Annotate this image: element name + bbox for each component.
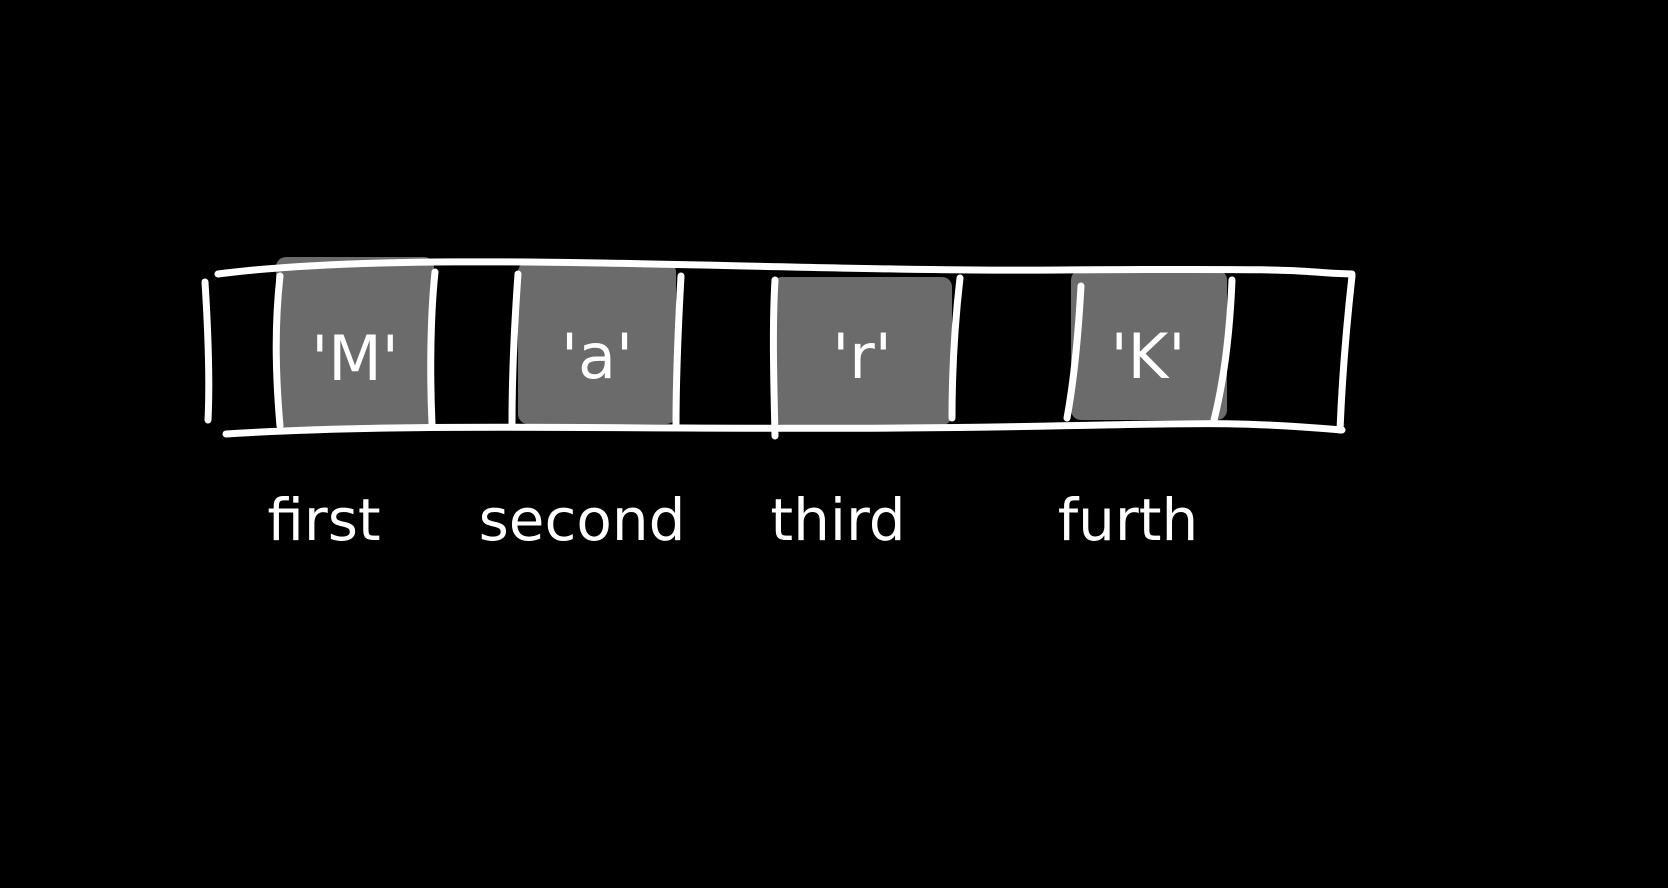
divider-3 (508, 270, 522, 428)
cell-label-second: second (479, 486, 686, 554)
array-border-top (214, 258, 1356, 278)
cell-label-first: first (267, 486, 380, 554)
array-border-left (201, 278, 213, 424)
divider-5 (769, 276, 779, 440)
divider-8 (1210, 276, 1236, 424)
divider-6 (948, 274, 964, 422)
divider-2 (427, 268, 439, 428)
array-border-right (1336, 272, 1356, 434)
cell-fill-first (276, 257, 434, 431)
divider-1 (272, 272, 284, 430)
cell-fill-third (772, 277, 952, 425)
cell-label-third: third (770, 486, 905, 554)
cell-char-second: 'a' (561, 320, 633, 393)
cell-char-third: 'r' (832, 320, 892, 393)
cell-char-fourth: 'K' (1111, 320, 1186, 393)
cell-fill-second (518, 262, 676, 424)
array-border-bottom (222, 420, 1346, 438)
divider-4 (672, 272, 685, 430)
divider-7 (1063, 282, 1085, 422)
cell-label-fourth: furth (1058, 486, 1199, 554)
cell-fill-fourth (1071, 270, 1227, 420)
cell-char-first: 'M' (311, 322, 399, 395)
